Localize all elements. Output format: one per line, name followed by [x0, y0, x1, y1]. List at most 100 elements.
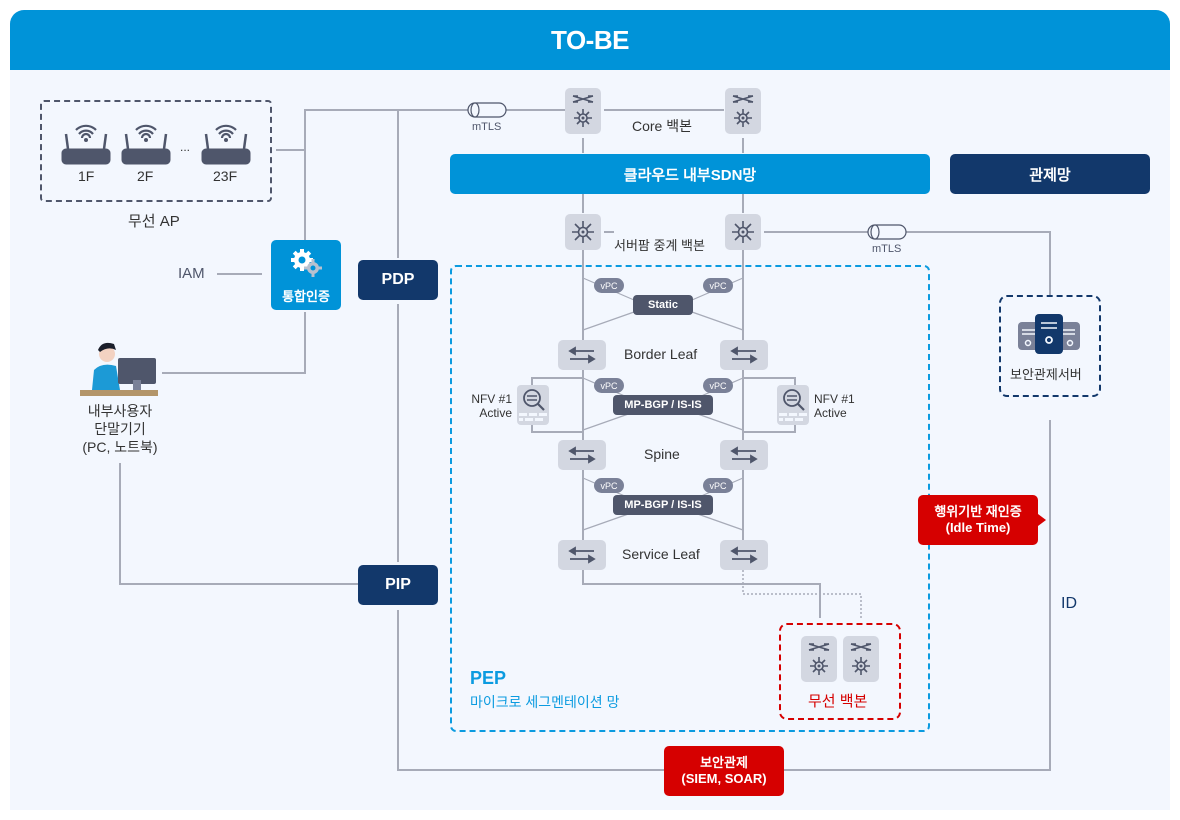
pep-subtitle: 마이크로 세그멘테이션 망	[470, 694, 620, 710]
line-service-wl	[582, 570, 821, 618]
router-hub-icon	[572, 221, 594, 243]
line-farm-right	[764, 231, 1051, 296]
vpc-badge: vPC	[594, 278, 624, 293]
vpc-badge: vPC	[703, 478, 733, 493]
nfv-firewall-right[interactable]	[777, 385, 809, 425]
wifi-router-icons	[61, 124, 251, 165]
wireless-ap-label: 무선 AP	[128, 213, 180, 230]
wireless-core-switch-left[interactable]	[801, 636, 837, 682]
core-switch-icon	[572, 95, 594, 127]
service-leaf-switch-left[interactable]	[558, 540, 606, 570]
switch-arrows-icon	[730, 546, 758, 564]
nfv-right-line-2: Active	[814, 406, 847, 420]
line-nfv-right	[743, 377, 796, 433]
security-server-zone	[999, 295, 1101, 397]
behavior-reauth-callout: 행위기반 재인증 (Idle Time)	[918, 495, 1038, 545]
wifi-router-icon-1f	[61, 124, 111, 165]
switch-arrows-icon	[730, 346, 758, 364]
diagram-title: TO-BE	[10, 10, 1170, 70]
line-soc-right	[784, 420, 1051, 771]
line-nfv-left	[531, 377, 583, 433]
vpc-badge: vPC	[594, 378, 624, 393]
wireless-backbone-label: 무선 백본	[808, 693, 868, 710]
wifi-router-icon-23f	[201, 124, 251, 165]
switch-arrows-icon	[730, 446, 758, 464]
mtls-tube-left-icon	[467, 102, 507, 118]
service-leaf-switch-right[interactable]	[720, 540, 768, 570]
integrated-auth-label: 통합인증	[282, 289, 330, 304]
user-pc-icon	[80, 342, 158, 396]
soc-line-2: (SIEM, SOAR)	[681, 771, 767, 786]
mtls-label-right: mTLS	[872, 243, 902, 255]
user-terminal-line-1: 내부사용자	[87, 403, 153, 419]
border-leaf-switch-right[interactable]	[720, 340, 768, 370]
service-leaf-label: Service Leaf	[622, 546, 700, 562]
vpc-badge: vPC	[594, 478, 624, 493]
wifi-router-icon-2f	[121, 124, 171, 165]
user-terminal-line-3: (PC, 노트북)	[82, 439, 158, 455]
nfv-left-line-2: Active	[479, 406, 512, 420]
diagram-frame: TO-BE	[10, 10, 1170, 810]
soc-line-1: 보안관제	[700, 755, 748, 770]
spine-label: Spine	[644, 446, 680, 462]
security-server-label: 보안관제서버	[1010, 367, 1082, 382]
line-pip-soc	[397, 610, 664, 771]
ap-ellipsis: ...	[180, 140, 191, 154]
iam-label: IAM	[178, 265, 205, 282]
border-leaf-label: Border Leaf	[624, 346, 698, 362]
pep-title: PEP	[470, 668, 507, 688]
nfv-left-line-1: NFV #1	[471, 392, 512, 406]
firewall-inspect-icon	[519, 389, 547, 421]
switch-arrows-icon	[568, 546, 596, 564]
reauth-line-2: (Idle Time)	[945, 520, 1011, 535]
firewall-inspect-icon	[779, 389, 807, 421]
ap-floor-1f: 1F	[78, 168, 95, 184]
server-farm-label: 서버팜 중계 백본	[614, 238, 705, 253]
user-terminal-line-2: 단말기기	[94, 421, 146, 437]
wireless-backbone-zone	[779, 623, 901, 720]
switch-arrows-icon	[568, 346, 596, 364]
border-leaf-switch-left[interactable]	[558, 340, 606, 370]
nfv-firewall-left[interactable]	[517, 385, 549, 425]
wireless-ap-group	[40, 100, 272, 202]
vpc-badge: vPC	[703, 278, 733, 293]
nfv-left-label: NFV #1 Active	[470, 392, 512, 420]
server-farm-switch-left[interactable]	[565, 214, 601, 250]
gears-icon	[291, 249, 322, 277]
reauth-line-1: 행위기반 재인증	[934, 504, 1022, 519]
wireless-core-switch-right[interactable]	[843, 636, 879, 682]
core-switch-right[interactable]	[725, 88, 761, 134]
user-terminal-label: 내부사용자 단말기기 (PC, 노트북)	[60, 402, 180, 456]
vpc-badge: vPC	[703, 378, 733, 393]
core-backbone-label: Core 백본	[632, 118, 692, 134]
core-switch-icon	[850, 643, 872, 675]
ap-floor-2f: 2F	[137, 168, 154, 184]
server-rack-icon	[1018, 314, 1080, 354]
pip-box[interactable]: PIP	[358, 565, 438, 605]
server-farm-switch-right[interactable]	[725, 214, 761, 250]
spine-switch-left[interactable]	[558, 440, 606, 470]
pdp-box[interactable]: PDP	[358, 260, 438, 300]
nfv-right-line-1: NFV #1	[814, 392, 855, 406]
reauth-arrow	[1038, 514, 1046, 526]
mtls-label-left: mTLS	[472, 121, 502, 133]
line-service-wl-dotted	[742, 570, 862, 618]
router-hub-icon	[732, 221, 754, 243]
cloud-sdn-bar: 클라우드 내부SDN망	[450, 154, 930, 194]
switch-arrows-icon	[568, 446, 596, 464]
line-user-pip	[119, 463, 358, 585]
mtls-tube-right-icon	[867, 224, 907, 240]
spine-switch-right[interactable]	[720, 440, 768, 470]
protocol-badge: MP-BGP / IS-IS	[613, 395, 713, 415]
core-switch-icon	[808, 643, 830, 675]
static-badge: Static	[633, 295, 693, 315]
integrated-auth-box[interactable]: 통합인증	[271, 240, 341, 310]
nfv-right-label: NFV #1 Active	[814, 392, 855, 420]
protocol-badge: MP-BGP / IS-IS	[613, 495, 713, 515]
core-switch-left[interactable]	[565, 88, 601, 134]
line-auth-user	[162, 312, 306, 374]
core-switch-icon	[732, 95, 754, 127]
control-network-bar: 관제망	[950, 154, 1150, 194]
security-monitoring-box[interactable]: 보안관제 (SIEM, SOAR)	[664, 746, 784, 796]
id-label: ID	[1061, 595, 1077, 612]
